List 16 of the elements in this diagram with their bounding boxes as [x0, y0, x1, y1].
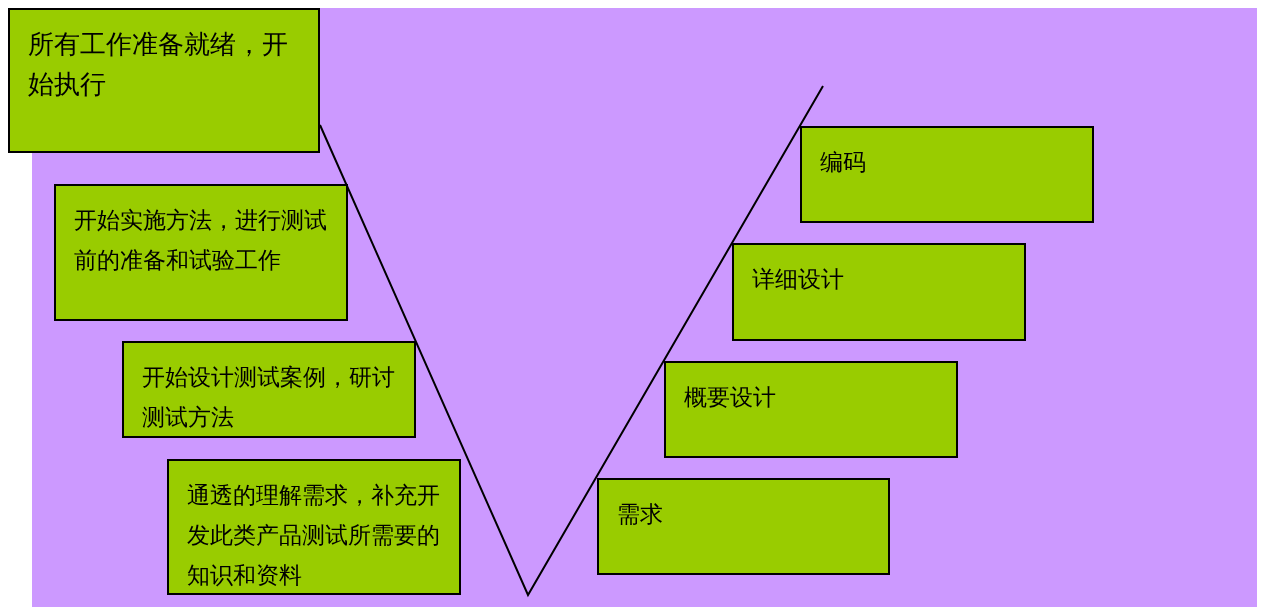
box-text: 所有工作准备就绪，开始执行 — [28, 28, 289, 101]
process-box — [8, 8, 320, 153]
box-text: 概要设计 — [684, 383, 777, 412]
box-text: 需求 — [617, 500, 664, 529]
process-box — [167, 459, 461, 595]
box-text: 开始实施方法，进行测试前的准备和试验工作 — [74, 206, 328, 275]
process-box — [664, 361, 958, 458]
process-box — [122, 341, 416, 438]
process-box — [54, 184, 348, 321]
process-box — [597, 478, 890, 575]
box-text: 通透的理解需求，补充开发此类产品测试所需要的知识和资料 — [187, 481, 441, 590]
box-text: 编码 — [820, 148, 867, 177]
box-text: 详细设计 — [752, 265, 845, 294]
box-text: 开始设计测试案例，研讨测试方法 — [142, 363, 396, 432]
process-box — [732, 243, 1026, 341]
process-box — [800, 126, 1094, 223]
